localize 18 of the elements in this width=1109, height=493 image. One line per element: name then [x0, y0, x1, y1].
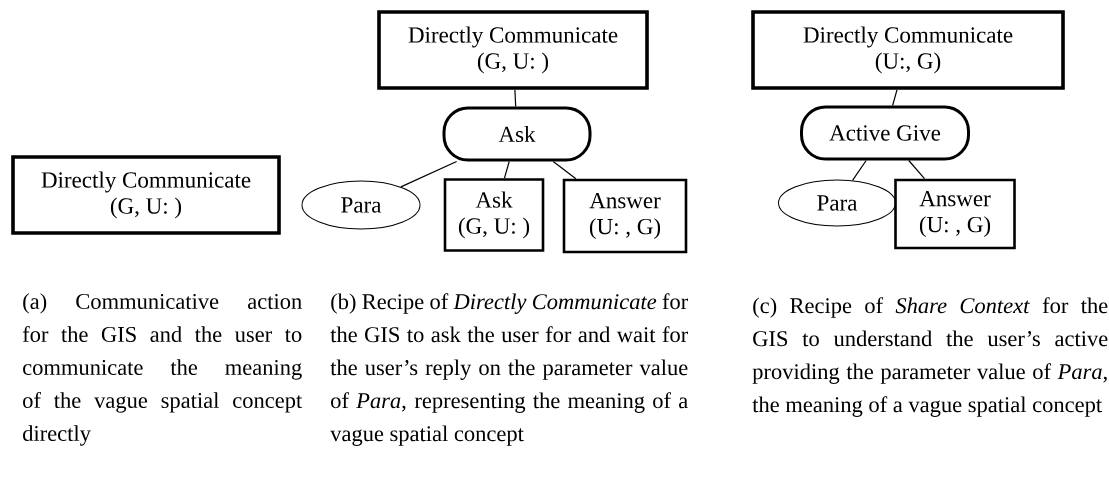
connector-line [908, 159, 926, 180]
connector-line [851, 159, 867, 181]
caption: (a) Communicative action for the GIS and the user to communicate the meaning of the vague spatial concept directly [22, 293, 303, 446]
action-box: Directly Communicate (U:, G) [751, 10, 1065, 90]
caption: (c) Recipe of Share Context for the GIS to understand the user’s active providing the parameter value of Para, the meaning of a vague spatial concept [752, 297, 1108, 417]
action-box: Answer (U: , G) [562, 178, 688, 254]
connector-line [514, 89, 517, 108]
recipe-pill: Active Give [800, 105, 970, 161]
action-box: Answer (U: , G) [894, 178, 1016, 250]
recipe-pill: Ask [442, 106, 592, 162]
connector-line [400, 160, 458, 188]
connector-line [552, 160, 577, 180]
connector-line [892, 89, 898, 107]
connector-line [503, 160, 510, 179]
action-box: Ask (G, U: ) [443, 178, 545, 252]
action-box: Directly Communicate (G, U: ) [377, 10, 649, 90]
caption: (b) Recipe of Directly Communicate for the GIS to ask the user for and wait for the user’s reply on the parameter value of Para, representing the meaning of a vague spatial concept [330, 293, 688, 446]
action-box: Directly Communicate (G, U: ) [11, 155, 281, 235]
